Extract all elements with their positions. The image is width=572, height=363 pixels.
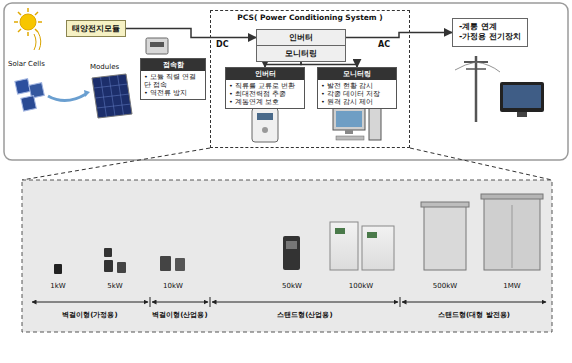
node-title: 접속함 bbox=[141, 59, 205, 71]
node-body: -가정용 전기장치 bbox=[459, 32, 521, 42]
capacity-label: 5kW bbox=[107, 282, 122, 290]
signal-label: AC bbox=[378, 40, 390, 49]
sun-icon bbox=[14, 8, 42, 50]
node-title: 인버터 bbox=[226, 68, 304, 80]
node-body: • 각종 데이터 저장 bbox=[318, 90, 396, 98]
product-panel bbox=[22, 180, 552, 332]
outer-frame bbox=[4, 3, 568, 160]
node-title: -계통 연계 bbox=[459, 22, 521, 32]
node-title: PCS( Power Conditioning System ) bbox=[211, 11, 409, 22]
part-label: Modules bbox=[90, 63, 119, 71]
flow-arrow bbox=[346, 32, 452, 37]
solar-module-icon bbox=[92, 74, 132, 118]
module-box: 태양전지모듈 bbox=[66, 20, 126, 37]
capacity-label: 50kW bbox=[282, 282, 302, 290]
tv-icon bbox=[500, 82, 544, 117]
part-label: Solar Cells bbox=[8, 60, 45, 68]
node-body: • 원격 감시 제어 bbox=[318, 98, 396, 108]
zoom-lines bbox=[22, 148, 552, 180]
inverter-card: 인버터• 직류를 교류로 변환• 최대전력점 추종• 계통연계 보호 bbox=[225, 67, 305, 109]
node-title: 인버터 bbox=[257, 32, 345, 43]
node-body: • 역전류 방지 bbox=[141, 89, 205, 99]
capacity-label: 1kW bbox=[50, 282, 65, 290]
flow-arrow bbox=[126, 29, 256, 38]
node-title: 모니터링 bbox=[257, 48, 345, 59]
pcs-group: PCS( Power Conditioning System )인버터모니터링인… bbox=[210, 10, 410, 148]
solar-cells-icon bbox=[15, 79, 90, 111]
node-body: • 계통연계 보호 bbox=[226, 98, 304, 108]
node-title: 태양전지모듈 bbox=[72, 23, 120, 34]
node-body: • 최대전력점 추종 bbox=[226, 90, 304, 98]
node-title: 모니터링 bbox=[318, 68, 396, 80]
computer-icon bbox=[333, 106, 381, 140]
range-label: 스탠드형(대형 발전용) bbox=[438, 310, 510, 320]
range-label: 스탠드형(산업용) bbox=[277, 310, 332, 320]
junction-box-icon bbox=[146, 38, 168, 54]
capacity-label: 500kW bbox=[433, 282, 457, 290]
inverter-box: 인버터 bbox=[256, 29, 346, 46]
junction-box-card: 접속함• 모듈 직렬 연결단 접속• 역전류 방지 bbox=[140, 58, 206, 100]
node-body: • 발전 현황 감시 bbox=[318, 80, 396, 90]
utility-pole-icon bbox=[455, 56, 500, 122]
capacity-label: 10kW bbox=[163, 282, 183, 290]
grid-box: -계통 연계-가정용 전기장치 bbox=[452, 18, 528, 47]
inverter-device-icon bbox=[252, 108, 278, 142]
range-label: 벽걸이형(산업용) bbox=[152, 310, 207, 320]
node-body: • 모듈 직렬 연결단 접속 bbox=[141, 71, 205, 89]
signal-label: DC bbox=[216, 40, 229, 49]
range-label: 벽걸이형(가정용) bbox=[62, 310, 117, 320]
product-icons bbox=[54, 194, 543, 274]
capacity-label: 100kW bbox=[349, 282, 373, 290]
node-body: • 직류를 교류로 변환 bbox=[226, 80, 304, 90]
capacity-label: 1MW bbox=[503, 282, 520, 290]
monitoring-box: 모니터링 bbox=[256, 45, 346, 62]
monitoring-card: 모니터링• 발전 현황 감시• 각종 데이터 저장• 원격 감시 제어 bbox=[317, 67, 397, 109]
range-arrows bbox=[32, 297, 546, 307]
